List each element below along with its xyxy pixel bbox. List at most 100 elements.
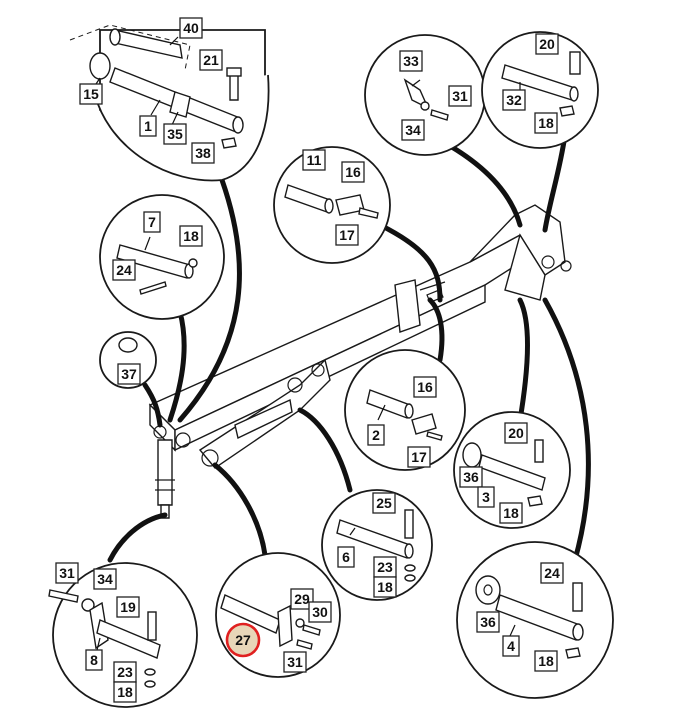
- callout-box: [413, 376, 437, 398]
- callout-33: 33: [399, 50, 423, 72]
- detail-circle-2: [344, 349, 466, 471]
- callout-number: 34: [405, 122, 421, 138]
- callout-number: 24: [544, 565, 560, 581]
- callout-30: 30: [308, 601, 332, 623]
- callout-number: 25: [376, 495, 392, 511]
- callout-34: 34: [401, 119, 425, 141]
- callout-number: 18: [377, 579, 393, 595]
- highlight-ring: [225, 622, 261, 658]
- part-38-nut: [221, 137, 237, 149]
- part-18-nut-d: [404, 574, 416, 582]
- tick-7: [144, 236, 151, 251]
- callout-number: 18: [503, 505, 519, 521]
- part-35-collar: [169, 91, 191, 118]
- leader-pin37: [142, 382, 163, 428]
- callout-box: [335, 224, 359, 246]
- part-36-hole: [483, 584, 493, 596]
- callout-1: 1: [139, 115, 157, 137]
- detail-circle-32: [481, 31, 599, 149]
- callout-number: 18: [183, 228, 199, 244]
- part-8-pin: [96, 619, 161, 659]
- callout-number: 23: [377, 559, 393, 575]
- callout-number: 21: [203, 52, 219, 68]
- part-27-pin: [220, 594, 281, 634]
- detail-circle-6: [321, 489, 433, 601]
- part-20-bolt-a: [569, 51, 581, 75]
- callout-box: [179, 225, 203, 247]
- callout-17: 17: [335, 224, 359, 246]
- callout-number: 20: [508, 425, 524, 441]
- part-17-bolt-b: [426, 431, 443, 441]
- callout-number: 36: [480, 614, 496, 630]
- tick-1: [150, 99, 161, 116]
- part-6-end: [404, 543, 414, 559]
- callout-7: 7: [143, 211, 161, 233]
- callout-box: [459, 466, 483, 488]
- part-17-bolt-a: [358, 207, 379, 219]
- callout-4: 4: [502, 635, 520, 657]
- part-24-bolt-a: [139, 281, 167, 295]
- callout-number: 6: [342, 549, 350, 565]
- callout-box: [113, 681, 137, 703]
- callout-box: [283, 651, 307, 673]
- ram-bands: [155, 479, 175, 491]
- part-36-washer-a: [462, 442, 482, 468]
- part-30-bolt: [302, 624, 321, 636]
- callout-box: [534, 650, 558, 672]
- callout-box: [139, 115, 157, 137]
- callout-35: 35: [163, 123, 187, 145]
- callout-number: 17: [411, 449, 427, 465]
- part-18-nut-a: [559, 105, 575, 117]
- callout-38: 38: [191, 142, 215, 164]
- leader-top-left: [177, 177, 242, 423]
- callout-3: 3: [477, 486, 495, 508]
- callout-number: 3: [482, 489, 490, 505]
- part-40-end: [109, 28, 121, 46]
- callout-6: 6: [337, 546, 355, 568]
- callout-box: [117, 363, 141, 385]
- callout-18: 18: [113, 681, 137, 703]
- callout-box: [535, 33, 559, 55]
- leader-lines: [107, 132, 591, 563]
- callout-box: [448, 85, 472, 107]
- callout-box: [504, 422, 528, 444]
- part-23-washer-a: [404, 564, 416, 572]
- callout-31: 31: [283, 651, 307, 673]
- part-21-head: [226, 67, 242, 77]
- callout-number: 36: [463, 469, 479, 485]
- callout-number: 34: [97, 571, 113, 587]
- callout-box: [116, 596, 140, 618]
- callout-15: 15: [79, 83, 103, 105]
- callout-box: [502, 635, 520, 657]
- callout-18: 18: [179, 225, 203, 247]
- tick-33: [411, 79, 421, 87]
- leader-pin11: [377, 222, 443, 303]
- callout-box: [302, 149, 326, 171]
- part-34-washer-b: [81, 598, 95, 612]
- callout-number: 33: [403, 53, 419, 69]
- callout-27: 27: [225, 622, 261, 658]
- callout-number: 24: [116, 262, 132, 278]
- part-18-nut-f: [565, 647, 581, 659]
- callout-34: 34: [93, 568, 117, 590]
- callout-box: [367, 424, 385, 446]
- part-34-washer-a: [420, 101, 430, 111]
- callout-number: 18: [117, 684, 133, 700]
- callout-31: 31: [448, 85, 472, 107]
- callout-box: [85, 649, 103, 671]
- callout-8: 8: [85, 649, 103, 671]
- callout-number: 19: [120, 599, 136, 615]
- callout-number: 32: [506, 92, 522, 108]
- detail-circle-11: [273, 146, 391, 264]
- callout-32: 32: [502, 89, 526, 111]
- callout-24: 24: [112, 259, 136, 281]
- lower-arm-pivot: [201, 449, 219, 467]
- callout-number: 35: [167, 126, 183, 142]
- callout-number: 7: [148, 214, 156, 230]
- callout-box: [476, 611, 500, 633]
- callout-box: [199, 49, 223, 71]
- callout-36: 36: [459, 466, 483, 488]
- callout-31: 31: [55, 562, 79, 584]
